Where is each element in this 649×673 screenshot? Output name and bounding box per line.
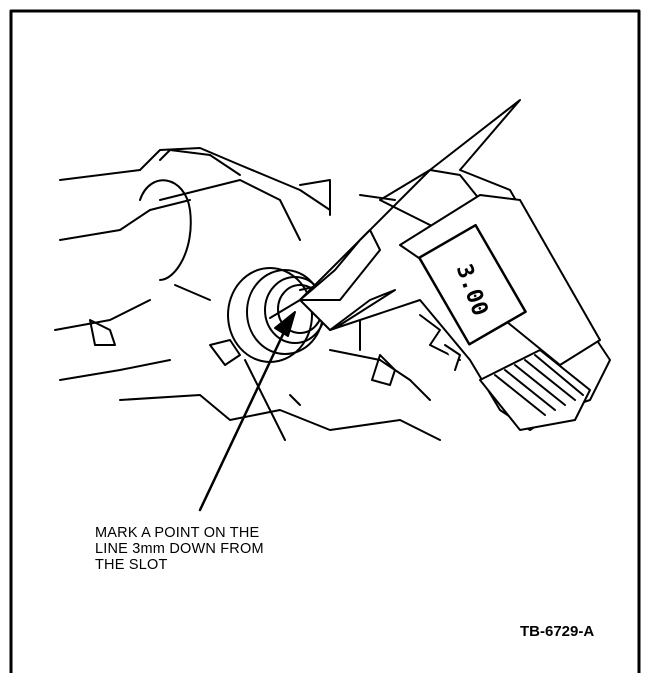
figure-border bbox=[9, 9, 641, 673]
figure-id-label: TB-6729-A bbox=[520, 623, 595, 640]
callout-note: MARK A POINT ON THE LINE 3mm DOWN FROM T… bbox=[95, 525, 264, 573]
digital-caliper: 3.00 bbox=[299, 99, 611, 431]
callout-line-2: LINE 3mm DOWN FROM bbox=[95, 541, 264, 557]
column-housing bbox=[54, 147, 461, 441]
leader-arrow-icon bbox=[198, 311, 296, 512]
callout-line-1: MARK A POINT ON THE bbox=[95, 525, 260, 541]
callout-line-3: THE SLOT bbox=[95, 557, 168, 573]
